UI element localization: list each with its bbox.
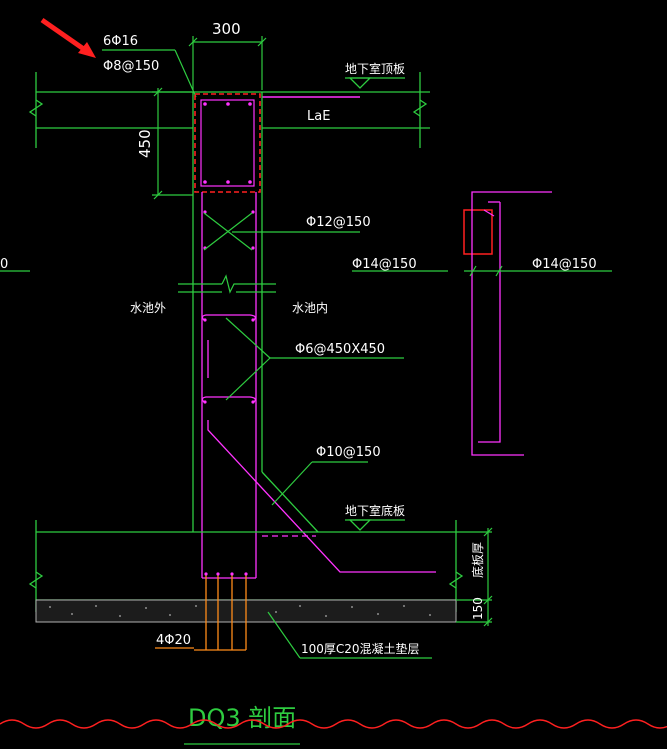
roof-slab-label: 地下室顶板 (345, 61, 405, 76)
beam-stirrup (200, 99, 255, 187)
base-slab-label: 地下室底板 (345, 503, 405, 518)
tie-bar-label: Φ6@450X450 (295, 342, 385, 357)
slab-thickness-label: 底板厚 (470, 542, 485, 578)
detail-rebar-label: Φ14@150 (532, 257, 597, 272)
left-partial-label: 0 (0, 257, 8, 272)
pointer-arrow-icon (40, 17, 96, 58)
wall-rebars (201, 192, 436, 579)
beam-section (194, 93, 261, 193)
main-bars-label: 6Φ16 (103, 34, 138, 49)
haunch-bar-label: Φ10@150 (316, 445, 381, 460)
beam-bars (203, 102, 252, 184)
vert-rebar-label: Φ14@150 (352, 257, 417, 272)
cushion-thickness-label: 150 (471, 597, 485, 620)
cushion-layer-label: 100厚C20混凝土垫层 (301, 641, 420, 656)
inside-label: 水池内 (292, 301, 328, 315)
beam-depth-dimension (152, 87, 193, 200)
wall-outline (192, 92, 319, 533)
stirrup-label: Φ8@150 (103, 59, 159, 74)
right-dimensions (456, 527, 493, 627)
footing-bars-label: 4Φ20 (156, 633, 191, 648)
tie-bar-leader (225, 317, 404, 401)
wavy-border (0, 719, 667, 729)
lae-label: LaE (307, 109, 330, 124)
cushion-texture (49, 605, 431, 617)
wall-break-line (178, 274, 276, 294)
main-bars-leader-diag (174, 49, 197, 98)
cross-rebar-mark (203, 212, 360, 251)
top-dimension (188, 36, 267, 90)
wall-bar-dots (203, 210, 255, 404)
haunch-bar-leader (271, 461, 368, 506)
cushion-leader (267, 611, 432, 659)
beam-depth-label: 450 (136, 129, 154, 158)
outside-label: 水池外 (130, 301, 166, 315)
footing-bars (194, 574, 247, 651)
detail-view (463, 191, 612, 456)
footing-bar-dots (204, 572, 248, 576)
roof-slab (28, 72, 430, 148)
wall-rebar-label: Φ12@150 (306, 215, 371, 230)
top-width-label: 300 (212, 20, 241, 38)
